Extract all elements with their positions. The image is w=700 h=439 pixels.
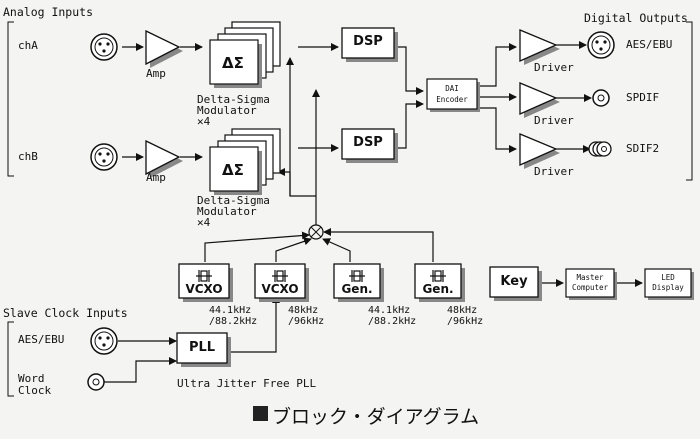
vcxo-box-1 bbox=[178, 263, 233, 302]
gen-label-2: Gen. bbox=[422, 282, 454, 296]
caption-square-icon bbox=[253, 406, 268, 421]
input-label-word: Word bbox=[18, 372, 45, 385]
dsp-label-a: DSP bbox=[353, 34, 383, 49]
amp-label-b: Amp bbox=[146, 171, 166, 184]
key-label: Key bbox=[500, 274, 528, 289]
driver-label-3: Driver bbox=[534, 165, 574, 178]
freq-label-2a: 48kHz bbox=[288, 305, 319, 316]
crystal-icon bbox=[349, 270, 365, 282]
digital-outputs-bracket bbox=[686, 21, 693, 181]
xlr-connector-icon bbox=[90, 143, 118, 171]
master-label: Master bbox=[576, 273, 604, 282]
driver-label-1: Driver bbox=[534, 61, 574, 74]
dsp-label-b: DSP bbox=[353, 135, 383, 150]
input-label-chb: chB bbox=[18, 150, 38, 163]
crystal-icon bbox=[272, 270, 288, 282]
modulator-stack-b bbox=[209, 128, 281, 195]
xlr-connector-icon bbox=[587, 31, 615, 59]
led-label: LED bbox=[661, 273, 675, 282]
output-label-spdif: SPDIF bbox=[626, 91, 660, 104]
rca-connector-icon bbox=[592, 89, 610, 107]
freq-label-2b: /96kHz bbox=[288, 316, 325, 327]
input-label-clock: Clock bbox=[18, 384, 52, 397]
encoder-label: Encoder bbox=[436, 95, 468, 104]
vcxo-label-1: VCXO bbox=[185, 282, 223, 296]
modulator-label-a-1: Delta-Sigma bbox=[197, 93, 270, 106]
modulator-label-a-2: Modulator bbox=[197, 104, 257, 117]
led-display-box bbox=[644, 268, 694, 300]
dai-label: DAI bbox=[445, 84, 459, 93]
pll-caption: Ultra Jitter Free PLL bbox=[177, 377, 317, 390]
driver-triangle-icon bbox=[519, 133, 560, 169]
digital-outputs-header: Digital Outputs bbox=[584, 11, 688, 25]
modulator-label-b-2: Modulator bbox=[197, 205, 257, 218]
modulator-stack-a bbox=[209, 21, 281, 88]
delta-sigma-symbol-a: ΔΣ bbox=[222, 54, 244, 72]
gen-label-1: Gen. bbox=[341, 282, 373, 296]
dsp-box-b bbox=[341, 128, 398, 163]
freq-label-1b: /88.2kHz bbox=[209, 316, 258, 327]
signal-wires bbox=[104, 41, 643, 383]
freq-label-4b: /96kHz bbox=[447, 316, 484, 327]
freq-label-4a: 48kHz bbox=[447, 305, 478, 316]
clock-mixer-symbol bbox=[308, 224, 324, 240]
crystal-icon bbox=[430, 270, 446, 282]
slave-clock-bracket bbox=[7, 321, 14, 397]
slave-clock-inputs-header: Slave Clock Inputs bbox=[3, 306, 128, 320]
amp-triangle-icon bbox=[145, 139, 183, 178]
rca-connector-icon bbox=[87, 373, 105, 391]
freq-label-3b: /88.2kHz bbox=[368, 316, 417, 327]
rca-stack-connector-icon bbox=[588, 141, 612, 157]
modulator-count-a: ✕4 bbox=[197, 115, 211, 128]
diagram-caption: ブロック・ダイアグラム bbox=[272, 406, 480, 428]
dsp-box-a bbox=[341, 27, 398, 62]
output-label-sdif2: SDIF2 bbox=[626, 142, 660, 155]
modulator-count-b: ✕4 bbox=[197, 216, 211, 229]
amp-label-a: Amp bbox=[146, 67, 166, 80]
analog-inputs-bracket bbox=[7, 21, 14, 177]
analog-inputs-header: Analog Inputs bbox=[3, 5, 94, 19]
driver-triangle-icon bbox=[519, 82, 560, 118]
crystal-icon bbox=[196, 270, 212, 282]
freq-label-1a: 44.1kHz bbox=[209, 305, 252, 316]
modulator-label-b-1: Delta-Sigma bbox=[197, 194, 270, 207]
delta-sigma-symbol-b: ΔΣ bbox=[222, 161, 244, 179]
input-label-cha: chA bbox=[18, 39, 38, 52]
master-computer-box bbox=[565, 268, 617, 300]
pll-label: PLL bbox=[188, 340, 216, 355]
vcxo-label-2: VCXO bbox=[261, 282, 299, 296]
key-box bbox=[489, 266, 542, 301]
freq-label-3a: 44.1kHz bbox=[368, 305, 411, 316]
amp-triangle-icon bbox=[145, 29, 183, 68]
dai-encoder-box bbox=[426, 78, 480, 112]
driver-triangle-icon bbox=[519, 29, 560, 65]
xlr-connector-icon bbox=[90, 327, 118, 355]
computer-label: Computer bbox=[571, 283, 609, 292]
input-label-aes-ebu: AES/EBU bbox=[18, 333, 65, 346]
xlr-connector-icon bbox=[90, 33, 118, 61]
driver-label-2: Driver bbox=[534, 114, 574, 127]
pll-box bbox=[176, 332, 231, 367]
display-label: Display bbox=[652, 283, 684, 292]
output-label-aes-ebu: AES/EBU bbox=[626, 38, 673, 51]
